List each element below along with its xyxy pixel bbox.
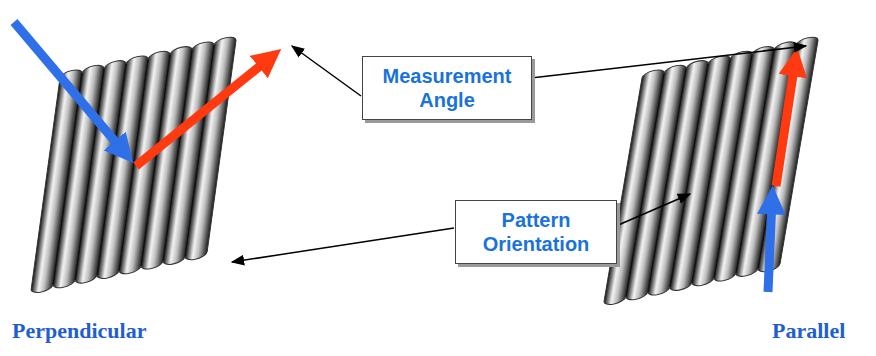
ridge-line [714,55,752,278]
box-label: Pattern Orientation [466,208,606,256]
incident-arrow [14,22,124,152]
reflected-arrow [136,58,270,166]
corrugated-surface [603,35,819,306]
ridge-line [670,64,708,287]
incident-arrow [768,200,772,292]
ridge-line [97,64,126,275]
ridge-line [648,69,686,292]
reflected-arrow [776,62,795,186]
ridge-line [626,73,664,296]
text-box: Measurement Angle [362,56,532,120]
ridge-line [185,45,214,256]
leader-line [531,46,806,78]
text-box: Pattern Orientation [455,200,617,264]
box-label: Measurement Angle [373,64,521,112]
ridge-line [53,73,82,284]
ridge-line [163,50,192,261]
ridge-line [692,59,730,282]
view-label: Perpendicular [12,318,146,344]
leader-line [232,228,454,262]
leader-line [292,46,361,96]
leader-line [616,194,690,226]
ridge-line [758,45,796,268]
surface-body [603,35,819,306]
view-label: Parallel [772,318,845,344]
